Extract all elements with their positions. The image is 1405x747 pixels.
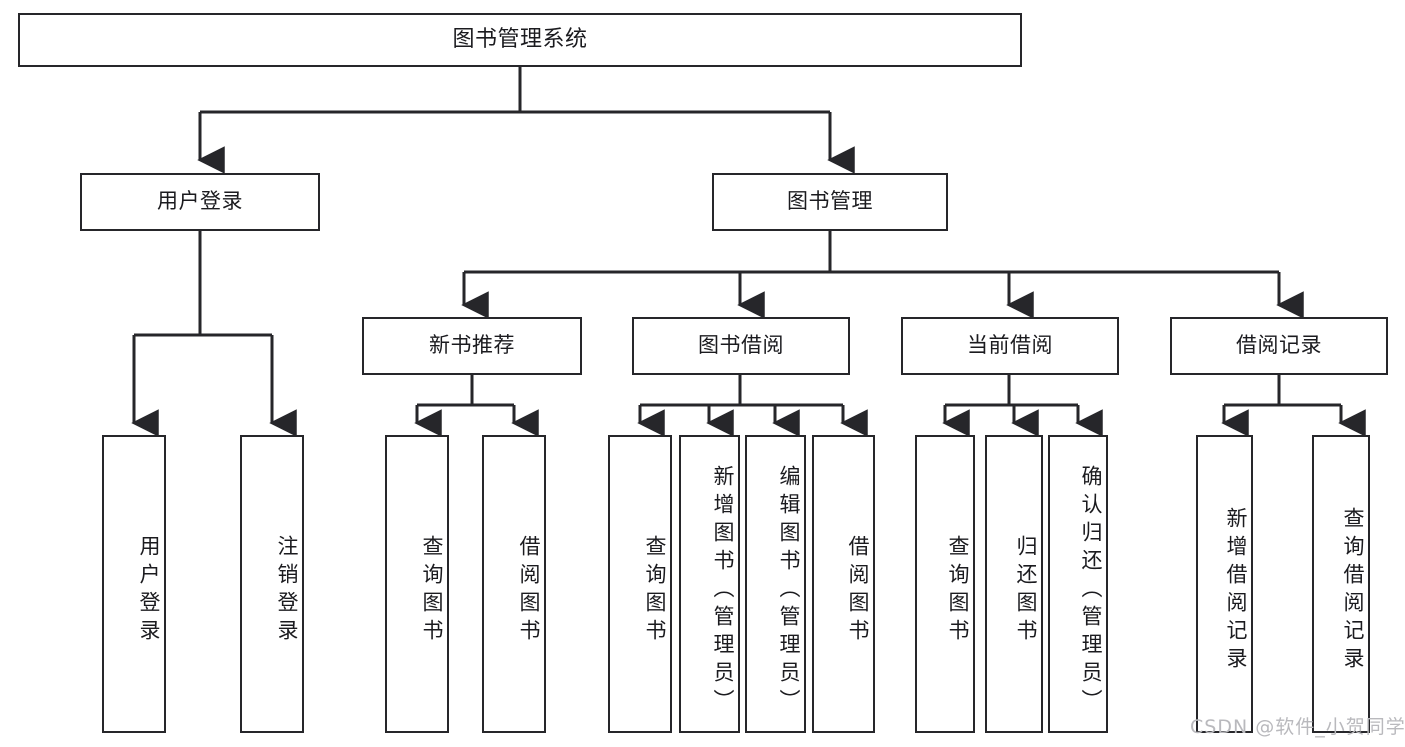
node-leaf-borrow-book-rec[interactable]: 借阅图书: [482, 435, 546, 733]
node-user-login[interactable]: 用户登录: [80, 173, 320, 231]
node-label: 查询图书: [643, 535, 667, 647]
node-book-borrow[interactable]: 图书借阅: [632, 317, 850, 375]
node-leaf-return-book[interactable]: 归还图书: [985, 435, 1043, 733]
node-label: 查询图书: [946, 535, 970, 647]
node-label: 用户登录: [137, 535, 161, 647]
node-new-book-rec[interactable]: 新书推荐: [362, 317, 582, 375]
node-leaf-user-login[interactable]: 用户登录: [102, 435, 166, 733]
node-label: 新增图书（管理员）: [711, 465, 735, 717]
node-label: 注销登录: [275, 535, 299, 647]
node-borrow-record[interactable]: 借阅记录: [1170, 317, 1388, 375]
node-leaf-edit-book[interactable]: 编辑图书（管理员）: [745, 435, 806, 733]
node-book-manage[interactable]: 图书管理: [712, 173, 948, 231]
node-leaf-user-logout[interactable]: 注销登录: [240, 435, 304, 733]
node-leaf-query-record[interactable]: 查询借阅记录: [1312, 435, 1370, 733]
node-leaf-borrow-book[interactable]: 借阅图书: [812, 435, 875, 733]
csdn-watermark: CSDN @软件_小贺同学: [1190, 716, 1405, 738]
node-label: 查询图书: [420, 535, 444, 647]
node-root[interactable]: 图书管理系统: [18, 13, 1022, 67]
node-leaf-query-book-borrow[interactable]: 查询图书: [608, 435, 672, 733]
node-label: 新增借阅记录: [1224, 507, 1248, 675]
node-leaf-add-record[interactable]: 新增借阅记录: [1196, 435, 1253, 733]
node-label: 确认归还（管理员）: [1079, 465, 1103, 717]
node-label: 查询借阅记录: [1341, 507, 1365, 675]
node-current-borrow[interactable]: 当前借阅: [901, 317, 1119, 375]
node-leaf-add-book[interactable]: 新增图书（管理员）: [679, 435, 740, 733]
node-leaf-confirm-return[interactable]: 确认归还（管理员）: [1048, 435, 1108, 733]
node-label: 编辑图书（管理员）: [777, 465, 801, 717]
node-label: 借阅图书: [846, 535, 870, 647]
node-leaf-query-book-rec[interactable]: 查询图书: [385, 435, 449, 733]
node-label: 归还图书: [1014, 535, 1038, 647]
node-label: 借阅图书: [517, 535, 541, 647]
node-leaf-query-book-cur[interactable]: 查询图书: [915, 435, 975, 733]
